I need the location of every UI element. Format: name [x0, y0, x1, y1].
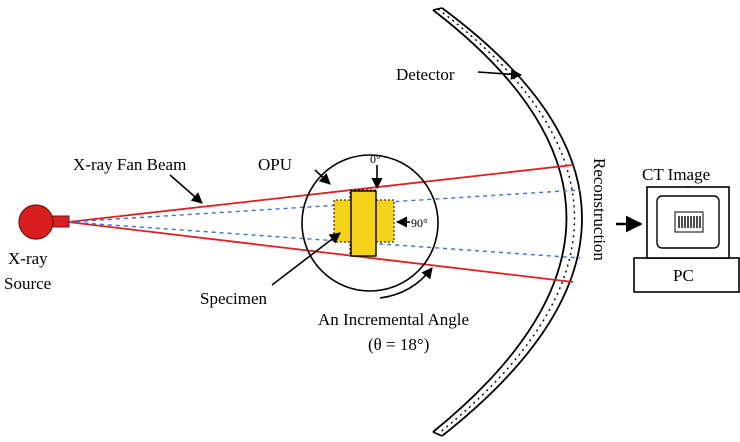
opu-label: OPU: [258, 155, 292, 174]
xray-source-label-line1: X-ray: [8, 249, 48, 268]
fan-beam-upper-edge: [67, 164, 574, 223]
xray-source-label-line2: Source: [4, 274, 51, 293]
pc-computer: [633, 186, 740, 293]
specimen-pointer-arrow: [271, 232, 341, 286]
incremental-angle-label: An Incremental Angle: [318, 310, 469, 329]
fan-beam-lower-edge: [67, 221, 574, 283]
pc-base: [633, 257, 740, 293]
opu-pointer-arrow: [314, 169, 331, 185]
fan-beam-label: X-ray Fan Beam: [73, 155, 186, 174]
detector-arc: [432, 7, 583, 437]
specimen-label: Specimen: [200, 289, 268, 308]
angle-0-label: 0°: [370, 152, 381, 166]
xray-source: [18, 204, 70, 240]
rotation-arrow: [379, 267, 433, 299]
fan-beam-pointer-arrow: [169, 174, 203, 204]
detector-label: Detector: [396, 65, 455, 84]
ct-image-label: CT Image: [642, 165, 710, 184]
angle-90-label: 90°: [411, 216, 428, 230]
pc-label: PC: [673, 266, 694, 285]
fan-beam-dashed-lower: [67, 221, 581, 259]
reconstruction-label: Reconstruction: [590, 158, 609, 261]
opu-circle: [301, 154, 439, 292]
detector-pointer-arrow: [477, 68, 523, 80]
fan-beam-dashed-upper: [67, 189, 581, 223]
theta-label: (θ = 18°): [368, 335, 429, 354]
specimen: [333, 189, 395, 257]
